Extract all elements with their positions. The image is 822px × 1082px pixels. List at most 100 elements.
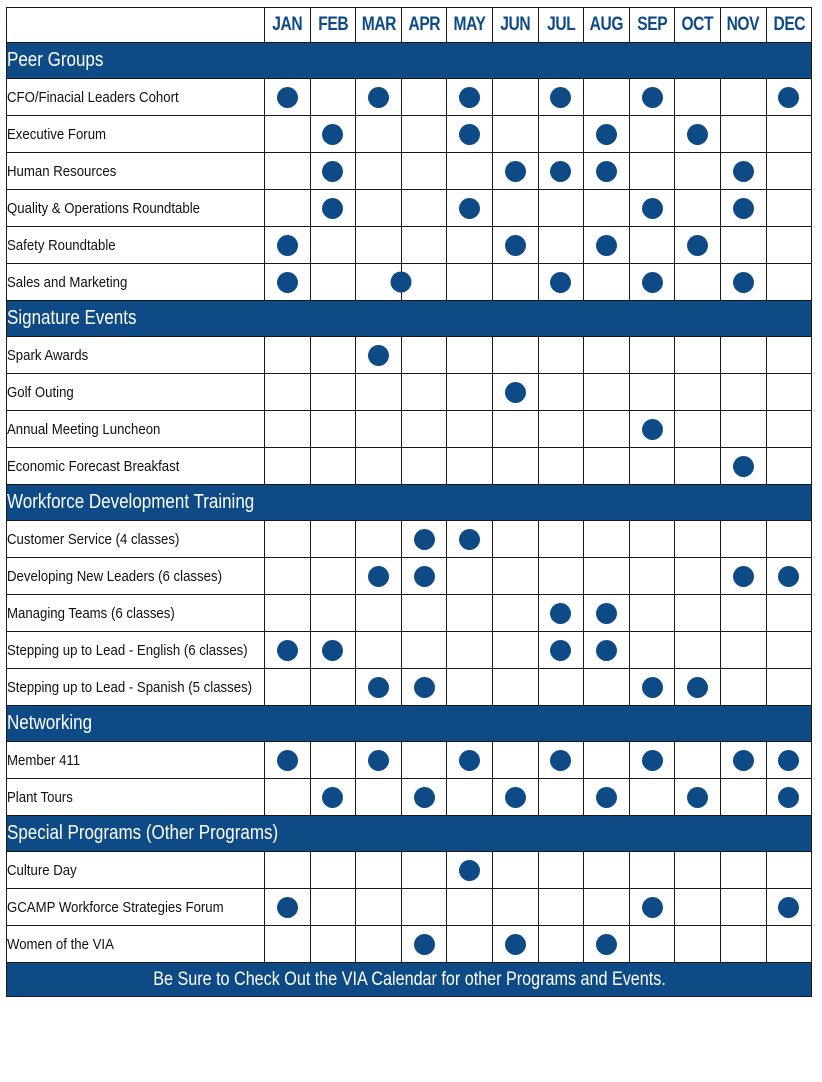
month-cell-oct: [674, 410, 721, 448]
month-cell-aug: [583, 594, 630, 632]
month-cell-sep: [628, 447, 676, 485]
month-cell-jan: [264, 78, 311, 116]
month-cell-aug: [583, 631, 630, 669]
footer-note: Be Sure to Check Out the VIA Calendar fo…: [152, 968, 666, 990]
month-cell-jan: [264, 263, 311, 301]
month-cell-may: [446, 925, 493, 963]
month-cell-jan: [264, 410, 311, 448]
month-cell-jan: [264, 741, 311, 779]
month-cell-aug: [583, 888, 630, 926]
month-header-jul: JUL: [537, 7, 585, 43]
month-cell-mar: [355, 152, 402, 190]
program-label-cell: Developing New Leaders (6 classes): [6, 557, 265, 595]
month-cell-aug: [583, 152, 630, 190]
month-cell-apr: [400, 631, 448, 669]
month-cell-nov: [719, 189, 767, 227]
event-dot-icon: [732, 271, 754, 293]
month-cell-jun: [491, 888, 539, 926]
month-cell-sep: [628, 741, 676, 779]
section-header-peer-groups: Peer Groups: [5, 42, 813, 79]
month-label: APR: [408, 14, 440, 35]
month-cell-aug: [583, 668, 630, 706]
month-cell-jun: [491, 520, 539, 558]
event-dot-icon: [732, 455, 754, 477]
month-cell-apr: [400, 263, 448, 301]
month-cell-jan: [264, 152, 311, 190]
program-label-cell: Stepping up to Lead - Spanish (5 classes…: [6, 668, 265, 706]
month-cell-nov: [719, 410, 767, 448]
event-dot-icon: [732, 565, 754, 587]
event-dot-icon: [322, 786, 344, 808]
month-cell-may: [446, 373, 493, 411]
month-label: MAR: [361, 14, 396, 35]
month-cell-nov: [719, 520, 767, 558]
month-header-may: MAY: [446, 7, 493, 43]
month-cell-aug: [583, 189, 630, 227]
month-cell-feb: [309, 189, 357, 227]
event-dot-icon: [276, 234, 298, 256]
month-cell-feb: [309, 226, 357, 264]
month-cell-mar: [355, 594, 402, 632]
month-cell-mar: [355, 189, 402, 227]
month-cell-jul: [537, 631, 585, 669]
month-cell-jun: [491, 668, 539, 706]
event-dot-icon: [595, 123, 617, 145]
month-header-jan: JAN: [264, 7, 311, 43]
month-cell-dec: [765, 78, 813, 116]
program-label: Annual Meeting Luncheon: [7, 420, 161, 438]
month-cell-sep: [628, 520, 676, 558]
month-cell-dec: [765, 925, 813, 963]
month-cell-mar: [355, 115, 402, 153]
event-dot-icon: [322, 160, 344, 182]
month-cell-jun: [491, 115, 539, 153]
month-cell-mar: [355, 851, 402, 889]
section-title-cell: Workforce Development Training: [5, 484, 813, 521]
month-label: NOV: [726, 14, 760, 35]
month-header-sep: SEP: [628, 7, 676, 43]
month-cell-may: [446, 263, 493, 301]
month-label: DEC: [772, 14, 805, 35]
program-label: Safety Roundtable: [7, 236, 116, 254]
program-label-cell: Spark Awards: [6, 336, 265, 374]
month-cell-nov: [719, 594, 767, 632]
event-dot-icon: [550, 639, 572, 661]
month-cell-apr: [400, 115, 448, 153]
program-row-cfo-finacial-leaders-cohort: CFO/Finacial Leaders Cohort: [6, 78, 813, 116]
month-cell-sep: [628, 226, 676, 264]
month-cell-may: [446, 888, 493, 926]
month-cell-feb: [309, 152, 357, 190]
month-label: AUG: [589, 14, 624, 35]
month-cell-apr: [400, 226, 448, 264]
month-cell-aug: [583, 741, 630, 779]
month-label: JUL: [546, 14, 576, 35]
month-cell-dec: [765, 888, 813, 926]
program-label: Customer Service (4 classes): [7, 530, 180, 548]
month-cell-may: [446, 336, 493, 374]
month-cell-mar: [355, 447, 402, 485]
month-cell-sep: [628, 78, 676, 116]
month-cell-feb: [309, 520, 357, 558]
month-cell-jan: [264, 336, 311, 374]
month-header-jun: JUN: [491, 7, 539, 43]
month-cell-aug: [583, 226, 630, 264]
event-dot-icon: [641, 896, 663, 918]
event-dot-icon: [732, 749, 754, 771]
month-cell-jan: [264, 373, 311, 411]
program-label-cell: Human Resources: [6, 152, 265, 190]
month-cell-sep: [628, 594, 676, 632]
month-cell-oct: [674, 373, 721, 411]
month-header-feb: FEB: [309, 7, 357, 43]
month-cell-may: [446, 410, 493, 448]
month-cell-jul: [537, 336, 585, 374]
event-dot-icon: [459, 749, 481, 771]
month-cell-apr: [400, 152, 448, 190]
month-cell-oct: [674, 189, 721, 227]
month-cell-aug: [583, 263, 630, 301]
program-label: Human Resources: [7, 162, 117, 180]
section-title: Signature Events: [7, 307, 137, 329]
month-cell-feb: [309, 410, 357, 448]
month-cell-nov: [719, 226, 767, 264]
